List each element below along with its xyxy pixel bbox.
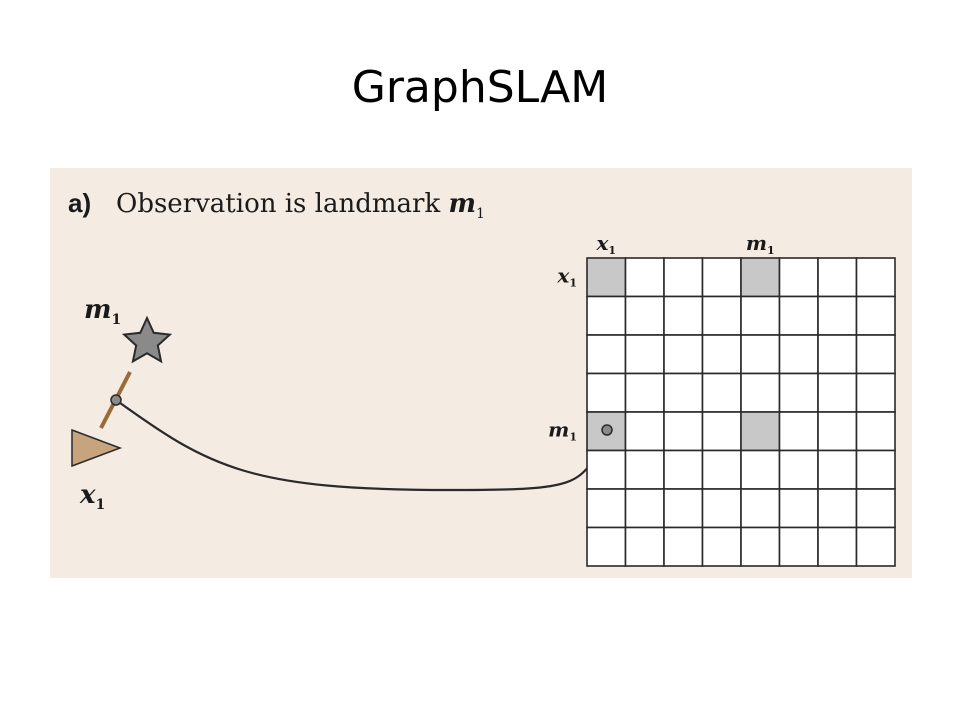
matrix-cell [740, 295, 781, 336]
matrix-cell [701, 488, 742, 529]
matrix-row-header: m1 [548, 417, 577, 443]
matrix-cell [817, 257, 858, 298]
matrix-cell [817, 449, 858, 490]
matrix-cell [624, 334, 665, 375]
observation-endpoint-dot [110, 394, 122, 406]
matrix-cell [663, 411, 704, 452]
matrix-cell [624, 488, 665, 529]
matrix-cell [663, 372, 704, 413]
matrix-row-header: x1 [556, 263, 577, 289]
matrix-cell [586, 334, 627, 375]
matrix-cell [778, 295, 819, 336]
matrix-cell [663, 334, 704, 375]
matrix-col-header: m1 [746, 231, 775, 257]
matrix-cell [778, 372, 819, 413]
robot-pose-icon [71, 428, 123, 468]
matrix-cell [586, 526, 627, 567]
matrix-cell [855, 295, 896, 336]
matrix-cell [663, 257, 704, 298]
panel-letter: a) [68, 188, 91, 218]
matrix-cell [740, 526, 781, 567]
matrix-cell [663, 488, 704, 529]
matrix-cell-shaded [740, 257, 781, 298]
matrix-cell [817, 526, 858, 567]
matrix-cell [701, 295, 742, 336]
slide-title: GraphSLAM [351, 62, 609, 113]
matrix-col-header: x1 [595, 231, 616, 257]
matrix-cell [740, 449, 781, 490]
matrix-cell-shaded [740, 411, 781, 452]
landmark-label: m1 [84, 295, 121, 328]
figure-panel: a) Observation is landmark m1 m1 x1 x1 m1… [50, 168, 912, 578]
matrix-endpoint-dot [601, 424, 613, 436]
matrix-cell [855, 411, 896, 452]
robot-label: x1 [79, 480, 105, 513]
landmark-star-icon [121, 315, 173, 364]
matrix-cell [701, 449, 742, 490]
caption-text: Observation is landmark [116, 189, 448, 219]
matrix-cell [586, 295, 627, 336]
matrix-cell [624, 449, 665, 490]
matrix-cell [778, 257, 819, 298]
panel-caption: Observation is landmark m1 [116, 189, 485, 222]
connection-curve [115, 399, 609, 492]
matrix-cell [855, 449, 896, 490]
matrix-cell [778, 449, 819, 490]
caption-var: m [448, 189, 476, 219]
matrix-cell [701, 257, 742, 298]
matrix-cell [624, 295, 665, 336]
matrix-cell [778, 334, 819, 375]
matrix-cell [701, 526, 742, 567]
matrix-cell [817, 411, 858, 452]
matrix-cell [817, 295, 858, 336]
matrix-cell [624, 411, 665, 452]
matrix-cell [740, 488, 781, 529]
matrix-cell [778, 411, 819, 452]
matrix-cell [663, 295, 704, 336]
matrix-cell [778, 488, 819, 529]
matrix-cell [855, 372, 896, 413]
matrix-cell [778, 526, 819, 567]
matrix-cell [855, 257, 896, 298]
matrix-cell [817, 334, 858, 375]
matrix-cell [817, 488, 858, 529]
matrix-cell [586, 488, 627, 529]
matrix-cell [663, 526, 704, 567]
matrix-cell [817, 372, 858, 413]
matrix-cell [701, 334, 742, 375]
matrix-cell [740, 334, 781, 375]
matrix-cell [624, 526, 665, 567]
caption-sub: 1 [476, 206, 485, 222]
matrix-cell [624, 372, 665, 413]
matrix-cell [855, 334, 896, 375]
matrix-cell [701, 372, 742, 413]
graphslam-diagram: a) Observation is landmark m1 m1 x1 x1 m1… [68, 188, 896, 567]
matrix-cell-shaded [586, 257, 627, 298]
matrix-cell [740, 372, 781, 413]
matrix-cell [586, 372, 627, 413]
matrix-cell [663, 449, 704, 490]
matrix-cell [701, 411, 742, 452]
information-matrix: x1 m1 x1 m1 [548, 231, 896, 567]
matrix-cell [855, 488, 896, 529]
matrix-cell [855, 526, 896, 567]
matrix-cell [586, 449, 627, 490]
matrix-cell [624, 257, 665, 298]
